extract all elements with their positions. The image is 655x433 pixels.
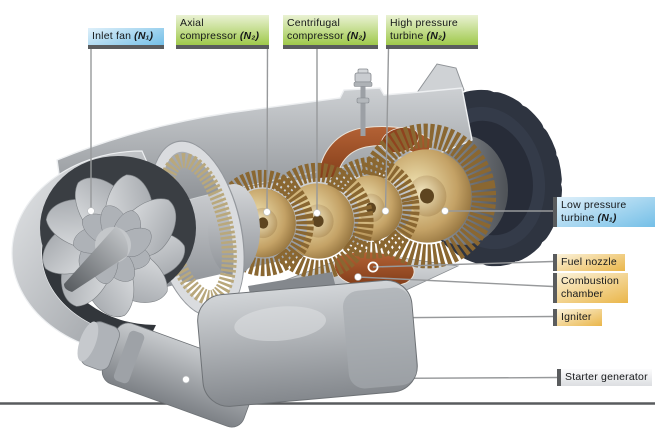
- spinner-cone: [64, 226, 128, 292]
- starter-generator-graphic: [77, 272, 418, 428]
- label-high-pressure-turbine: High pressure turbine(N₂): [386, 15, 478, 49]
- label-igniter: Igniter: [553, 309, 602, 326]
- label-underline: [386, 45, 478, 49]
- leader-dots: [87, 207, 449, 384]
- label-fuel-nozzle: Fuel nozzle: [553, 254, 625, 271]
- label-centrifugal-compressor: Centrifugal compressor(N₂): [283, 15, 378, 49]
- label-axial-compressor: Axial compressor(N₂): [176, 15, 269, 49]
- label-inlet-fan: Inlet fan(N₁): [88, 28, 164, 49]
- label-starter-generator: Starter generator: [557, 369, 652, 386]
- label-underline: [176, 45, 269, 49]
- label-underline: [88, 45, 164, 49]
- label-low-pressure-turbine: Low pressure turbine(N₁): [553, 197, 655, 227]
- label-underline: [283, 45, 378, 49]
- fuel-nozzle-bolt: [353, 68, 373, 136]
- label-combustion-chamber: Combustion chamber: [553, 273, 628, 303]
